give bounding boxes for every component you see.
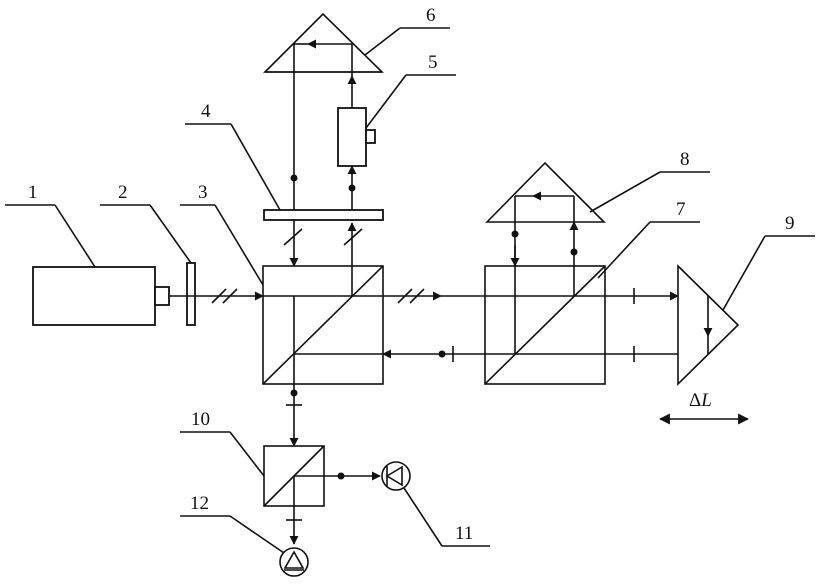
delta-l-label: ΔL [689,390,712,411]
photodetector-11 [382,462,410,490]
polarizer-plate [187,263,195,325]
label-12: 12 [190,493,209,514]
wave-plate-4 [264,210,383,220]
retroreflector-6 [265,14,382,72]
beam-splitter-7 [485,266,605,384]
label-11: 11 [455,523,473,544]
modulator-5 [338,108,375,166]
retroreflector-8 [487,163,604,222]
beam-paths [169,44,708,544]
label-10: 10 [191,409,210,430]
beam-splitter-3 [263,266,383,384]
label-3: 3 [198,182,208,203]
label-8: 8 [680,149,690,170]
polarization-ticks [212,229,634,520]
label-6: 6 [426,5,436,26]
laser-source [33,267,169,325]
label-9: 9 [785,213,795,234]
label-4: 4 [201,101,211,122]
label-5: 5 [428,52,438,73]
label-2: 2 [118,182,128,203]
label-7: 7 [676,199,686,220]
label-1: 1 [28,182,38,203]
